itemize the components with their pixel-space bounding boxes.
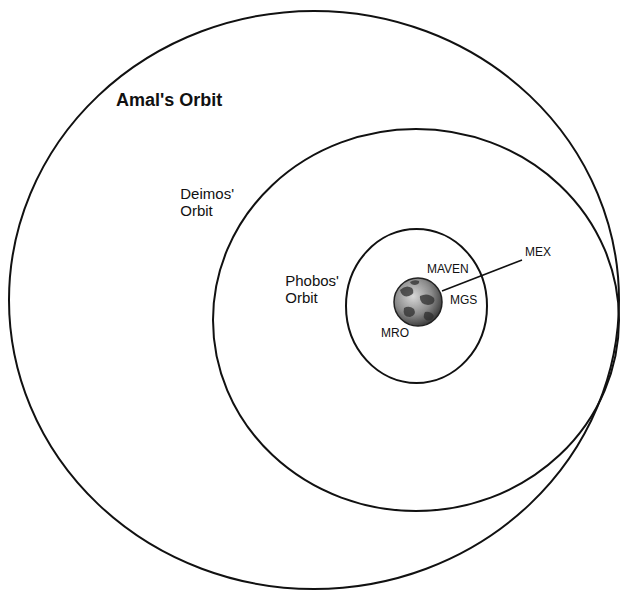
orbit-outline: [212, 128, 620, 512]
orbit-ring: Phobos' OrbitDeimos' OrbitAmal's Orbit: [8, 10, 620, 590]
orbit-label: Deimos' Orbit: [180, 185, 234, 220]
spacecraft-label: MRO: [381, 327, 409, 341]
orbit-ellipse: [9, 11, 619, 589]
spacecraft-label: MGS: [450, 294, 477, 308]
mars-planet: [394, 278, 442, 326]
orbit-ellipse: [346, 229, 487, 383]
orbit-label: Phobos' Orbit: [285, 272, 339, 307]
spacecraft-label: MEX: [525, 246, 551, 260]
orbit-label: Amal's Orbit: [116, 90, 222, 111]
spacecraft-label: MAVEN: [427, 263, 469, 277]
orbit-ring: Phobos' OrbitDeimos' Orbit: [212, 128, 620, 512]
orbit-ellipse: [213, 129, 619, 511]
mars-surface: [394, 280, 434, 334]
